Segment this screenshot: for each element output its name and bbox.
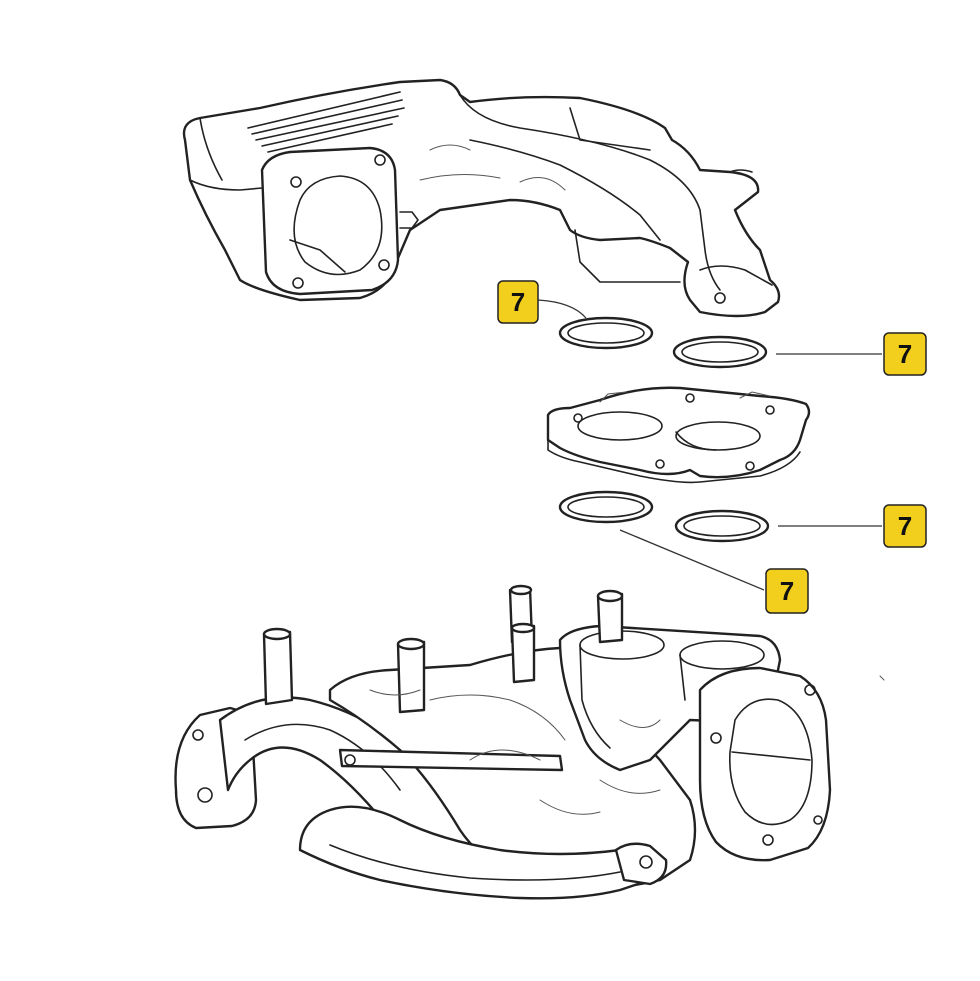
spacer-plate	[546, 386, 811, 484]
callout-upper-right: 7	[883, 332, 927, 376]
upper-left-gasket	[558, 316, 654, 350]
callout-lower-right: 7	[883, 504, 927, 548]
callout-number: 7	[898, 339, 912, 369]
lower-right-gasket	[674, 509, 770, 543]
callout-number: 7	[898, 511, 912, 541]
upper-right-gasket	[672, 335, 768, 369]
leader-lines	[537, 299, 882, 591]
lower-left-gasket	[558, 490, 654, 524]
callout-upper-left: 7	[497, 280, 539, 324]
leader-line-upper-left	[537, 299, 587, 319]
callout-number: 7	[780, 576, 794, 606]
upper-intake-manifold	[182, 78, 781, 318]
callout-number: 7	[511, 287, 525, 317]
callout-lower-left: 7	[765, 568, 809, 614]
leader-line-lower-left	[619, 529, 765, 591]
lower-intake-manifold	[174, 584, 885, 900]
